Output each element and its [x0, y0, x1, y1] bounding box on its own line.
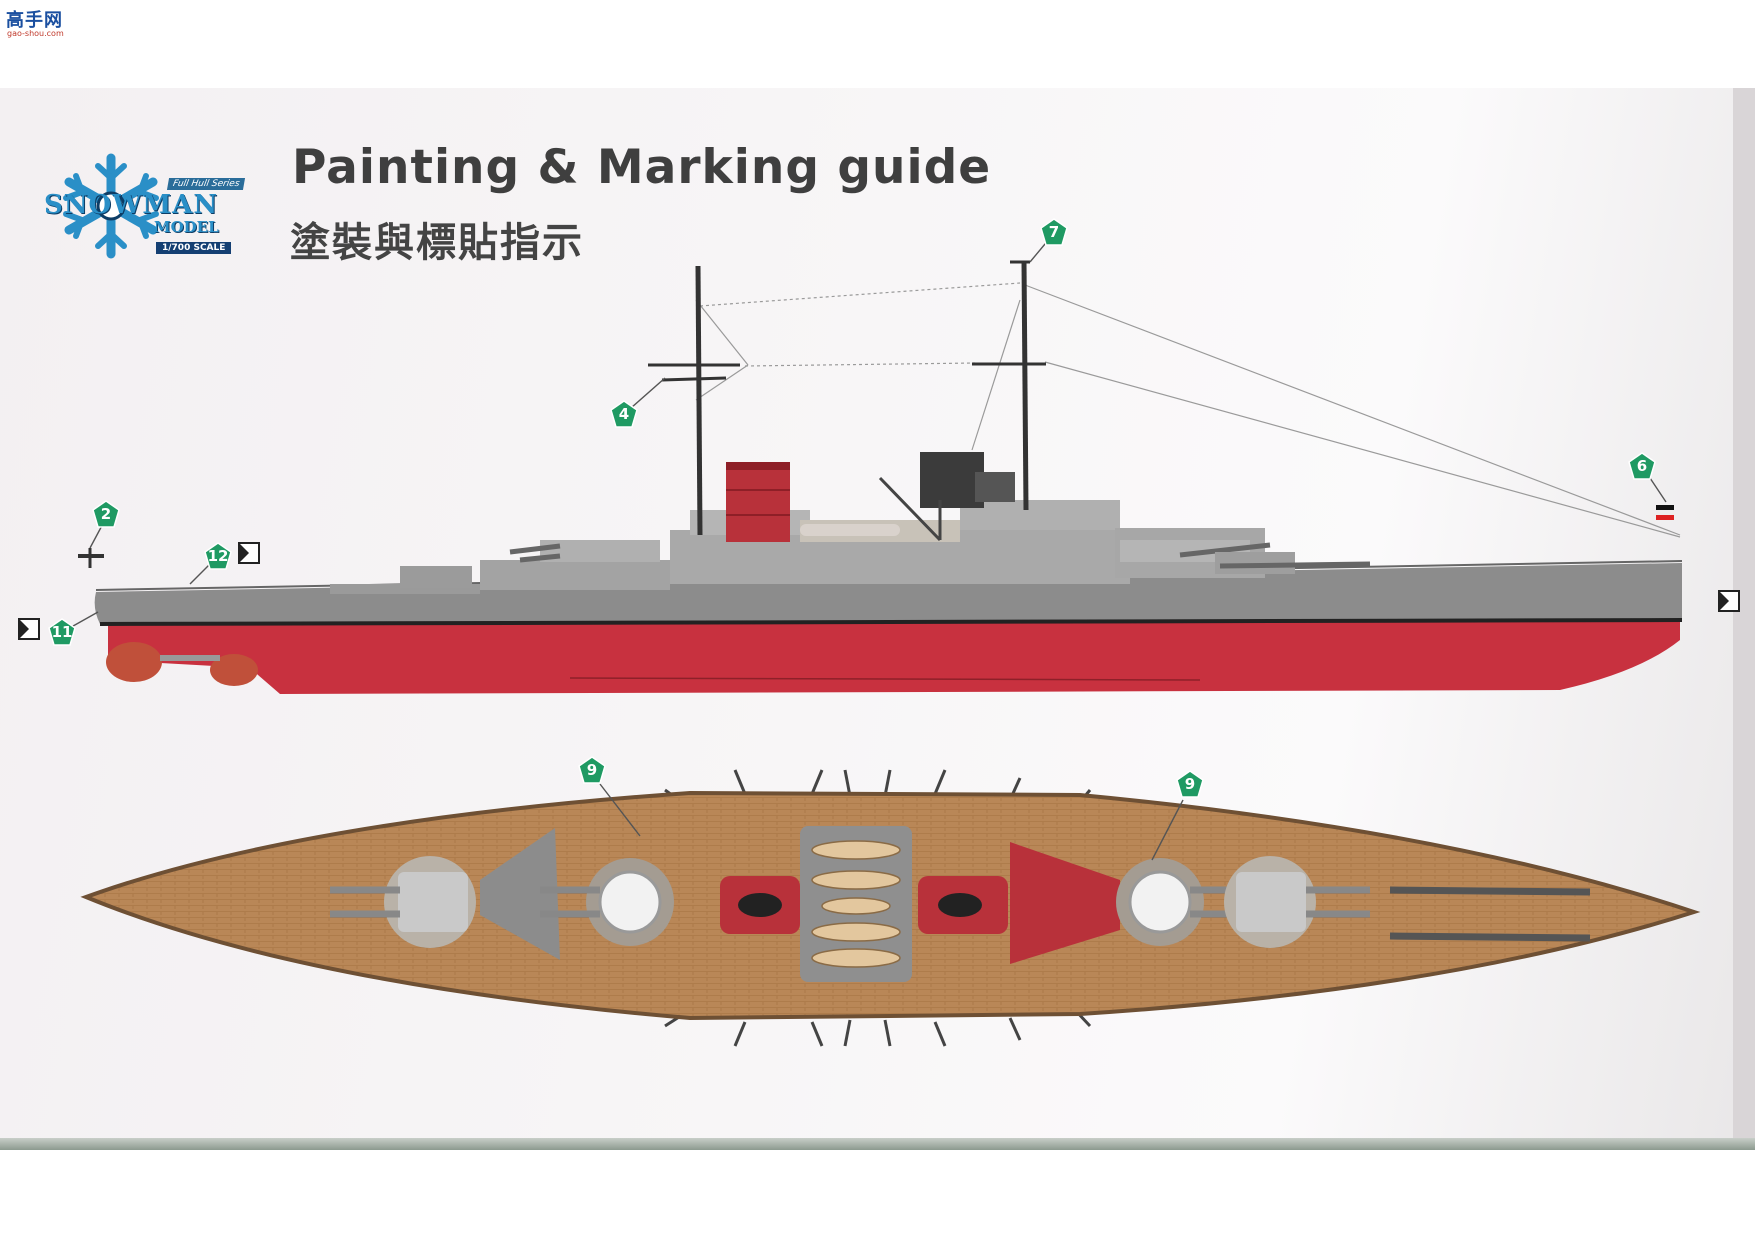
callout-pentagon-icon: [204, 542, 232, 570]
sheet-bottom-edge: [0, 1138, 1755, 1150]
deck-plan-view: [80, 769, 1701, 1047]
brand-scale: 1/700 SCALE: [156, 242, 232, 254]
funnel-forward: [726, 462, 790, 542]
mainmast: [1021, 261, 1029, 511]
side-profile-view: [65, 231, 1683, 694]
site-logo-text: 高手网: [6, 10, 63, 31]
callout-9-left: 9: [578, 756, 606, 784]
callout-pentagon-icon: [610, 400, 638, 428]
callout-4: 4: [610, 400, 638, 428]
foremast: [695, 265, 703, 536]
callout-pentagon-icon: [92, 500, 120, 528]
flag-marker-icon: [1718, 590, 1740, 612]
callout-9-right: 9: [1176, 770, 1204, 798]
callout-pentagon-icon: [48, 618, 76, 646]
sheet-edge-shadow: [1733, 88, 1755, 1150]
callout-pentagon-icon: [1628, 452, 1656, 480]
brand-word-snowman: SNOWMAN: [44, 190, 219, 220]
page-title-chinese: 塗裝與標貼指示: [290, 220, 584, 266]
callout-pentagon-icon: [1176, 770, 1204, 798]
flag-marker-icon: [18, 618, 40, 640]
callout-pentagon-icon: [1040, 218, 1068, 246]
callout-7: 7: [1040, 218, 1068, 246]
hull-upper-grey: [94, 563, 1683, 624]
callout-11: 11: [48, 618, 76, 646]
callout-12: 12: [204, 542, 232, 570]
brand-word-model: MODEL: [154, 218, 219, 236]
callout-6: 6: [1628, 452, 1656, 480]
callout-2: 2: [92, 500, 120, 528]
snowflake-icon: [63, 153, 159, 259]
site-logo-url: gao-shou.com: [7, 29, 64, 38]
callout-pentagon-icon: [578, 756, 606, 784]
flag-marker-icon: [238, 542, 260, 564]
page-title: Painting & Marking guide: [292, 140, 992, 195]
site-logo[interactable]: 高手网 gao-shou.com: [6, 6, 68, 40]
brand-logo: Full Hull Series SNOWMAN MODEL 1/700 SCA…: [36, 150, 258, 262]
hull-lower-red: [108, 620, 1680, 694]
funnel-aft: [920, 452, 984, 508]
